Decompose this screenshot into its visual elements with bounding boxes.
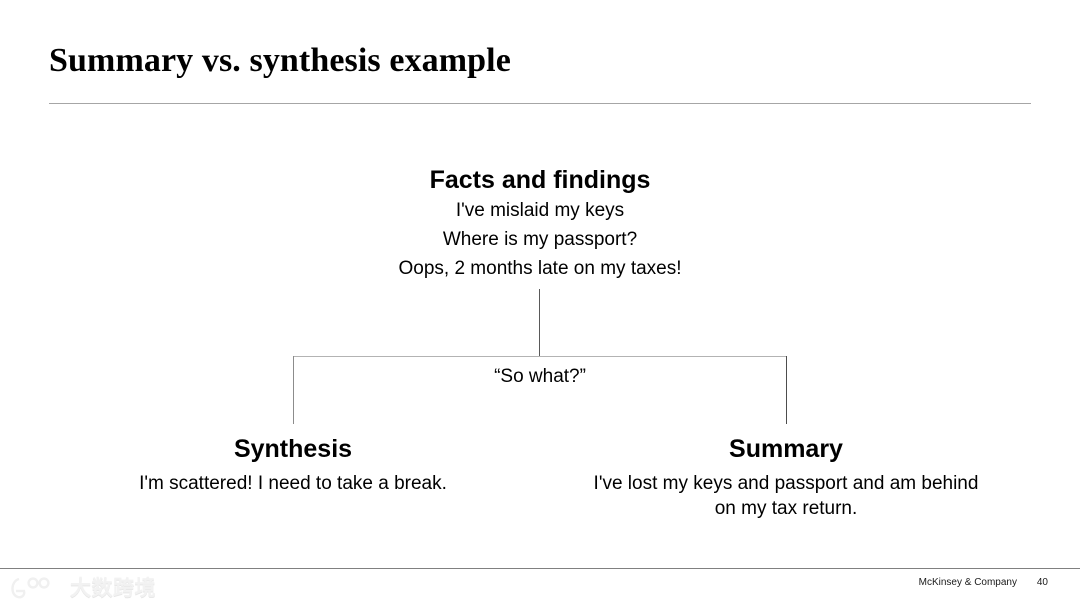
facts-and-findings-block: Facts and findings I've mislaid my keys … [240, 165, 840, 283]
branch-body-summary: I've lost my keys and passport and am be… [593, 473, 979, 519]
branch-synthesis: Synthesis I'm scattered! I need to take … [93, 434, 493, 496]
watermark-logo-icon [6, 575, 66, 601]
facts-item: I've mislaid my keys [455, 200, 625, 221]
branch-heading-synthesis: Synthesis [233, 435, 353, 463]
watermark: 大数跨境 [6, 572, 156, 604]
facts-item: Oops, 2 months late on my taxes! [398, 258, 682, 279]
branch-summary: Summary I've lost my keys and passport a… [586, 434, 986, 521]
branch-body-synthesis: I'm scattered! I need to take a break. [139, 473, 447, 494]
footer-brand: McKinsey & Company [918, 577, 1017, 588]
header-divider [49, 103, 1031, 104]
page-title: Summary vs. synthesis example [49, 42, 511, 79]
connector-drop-right [786, 356, 787, 424]
connector-drop-left [293, 356, 294, 424]
facts-item: Where is my passport? [442, 229, 638, 250]
connector-horizontal-bar [293, 356, 787, 357]
so-what-label: “So what?” [494, 366, 586, 387]
facts-heading: Facts and findings [429, 166, 651, 194]
connector-stem [539, 289, 540, 357]
watermark-text: 大数跨境 [70, 576, 156, 600]
footer-divider [0, 568, 1080, 569]
branch-heading-summary: Summary [729, 435, 843, 463]
page-number: 40 [1036, 577, 1048, 588]
